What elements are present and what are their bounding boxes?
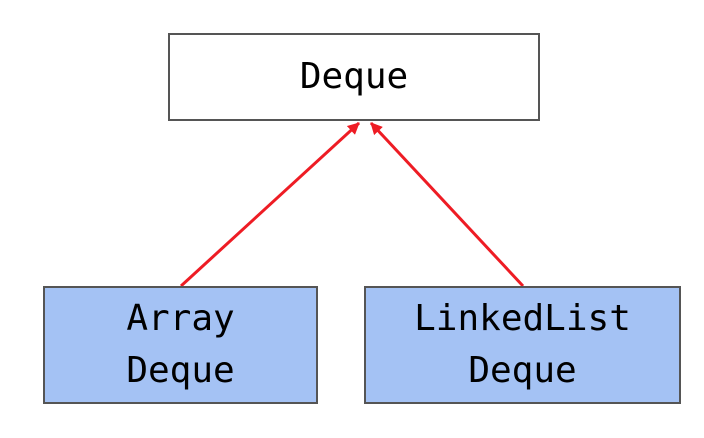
deque-interface-box: Deque bbox=[168, 33, 540, 121]
linkedlistdeque-class-box: LinkedList Deque bbox=[364, 286, 681, 404]
arraydeque-label-line1: Array bbox=[126, 298, 235, 339]
linkedlistdeque-label-line2: Deque bbox=[468, 350, 577, 391]
arrow-linkedlist-to-deque bbox=[369, 121, 525, 288]
arraydeque-label-line2: Deque bbox=[126, 350, 235, 391]
arrow-array-to-deque bbox=[179, 121, 361, 288]
arraydeque-class-box: Array Deque bbox=[43, 286, 318, 404]
deque-label: Deque bbox=[299, 56, 409, 97]
linkedlistdeque-label-line1: LinkedList bbox=[414, 298, 631, 339]
